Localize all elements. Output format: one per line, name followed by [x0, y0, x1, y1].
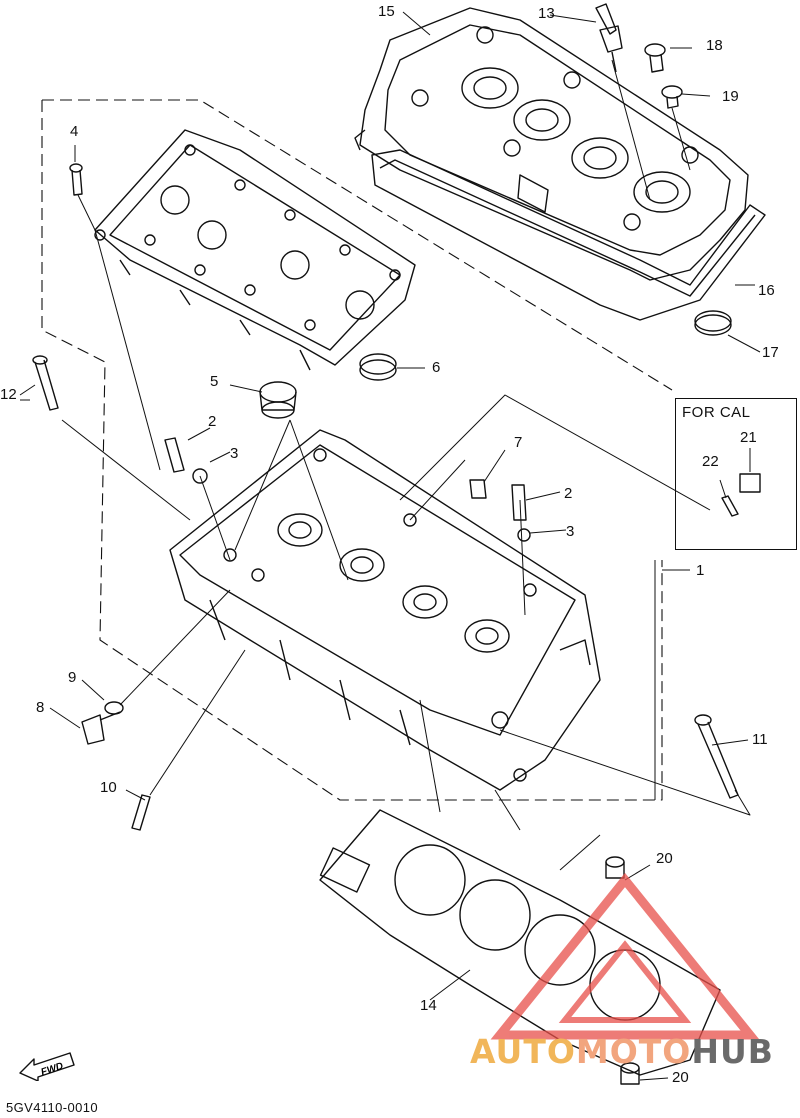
grommet-17 — [694, 314, 732, 336]
bolt-18 — [644, 43, 666, 73]
watermark-part-c: HUB — [691, 1032, 774, 1071]
for-cal-title: FOR CAL — [682, 404, 751, 421]
callout-3-left: 3 — [230, 445, 239, 462]
callout-20-bottom: 20 — [672, 1069, 689, 1086]
callout-6: 6 — [432, 359, 441, 376]
dowel-2-left — [164, 437, 185, 473]
dowel-2-right — [511, 484, 527, 521]
callout-13: 13 — [538, 5, 555, 22]
callout-14: 14 — [420, 997, 437, 1014]
watermark-part-b: MOTO — [575, 1032, 692, 1071]
callout-17: 17 — [762, 344, 779, 361]
callout-3-right: 3 — [566, 523, 575, 540]
head-cover-gasket — [371, 149, 766, 321]
callout-21: 21 — [740, 429, 757, 446]
fwd-arrow-icon: FWD — [19, 1052, 75, 1081]
cal-part-21 — [739, 473, 761, 493]
oring-3-left — [192, 468, 208, 484]
cylinder-head — [169, 429, 601, 791]
oring-3-right — [517, 528, 531, 542]
callout-11: 11 — [752, 731, 768, 748]
dowel-20-bottom — [620, 1062, 640, 1085]
callout-18: 18 — [706, 37, 723, 54]
dowel-20-top — [605, 856, 625, 879]
callout-15: 15 — [378, 3, 395, 20]
diagram-code: 5GV4110-0010 — [6, 1100, 99, 1115]
callout-2-left: 2 — [208, 413, 217, 430]
fitting-7 — [469, 479, 487, 499]
callout-2-right: 2 — [564, 485, 573, 502]
callout-22: 22 — [702, 453, 719, 470]
grommet-6 — [359, 359, 397, 381]
callout-1: 1 — [696, 562, 705, 579]
leader-lines — [19, 11, 761, 1081]
watermark-logo — [490, 872, 760, 1040]
callout-5: 5 — [210, 373, 219, 390]
callout-10: 10 — [100, 779, 117, 796]
watermark-text: AUTOMOTOHUB — [470, 1032, 774, 1071]
washer-9 — [104, 701, 124, 715]
callout-4: 4 — [70, 123, 79, 140]
callout-19: 19 — [722, 88, 739, 105]
callout-8: 8 — [36, 699, 45, 716]
bolt-19 — [661, 85, 691, 171]
callout-16: 16 — [758, 282, 775, 299]
plug-5 — [259, 381, 297, 419]
spark-plug — [595, 3, 651, 201]
cylinder-head-gasket — [319, 809, 721, 1076]
callout-9: 9 — [68, 669, 77, 686]
callout-20-top: 20 — [656, 850, 673, 867]
bolt-4 — [69, 163, 96, 231]
assembly-dashed-outline — [41, 99, 673, 801]
for-cal-inset: FOR CAL 21 22 — [675, 398, 797, 550]
camshaft-cap-assembly — [94, 129, 416, 371]
callout-7: 7 — [514, 434, 523, 451]
cylinder-head-cover — [354, 7, 749, 281]
bolt-12 — [32, 355, 191, 521]
callout-12: 12 — [0, 386, 17, 403]
bolt-8 — [81, 711, 121, 745]
watermark-part-a: AUTO — [470, 1032, 576, 1071]
bolt-11 — [694, 714, 739, 799]
stud-10 — [131, 794, 151, 831]
